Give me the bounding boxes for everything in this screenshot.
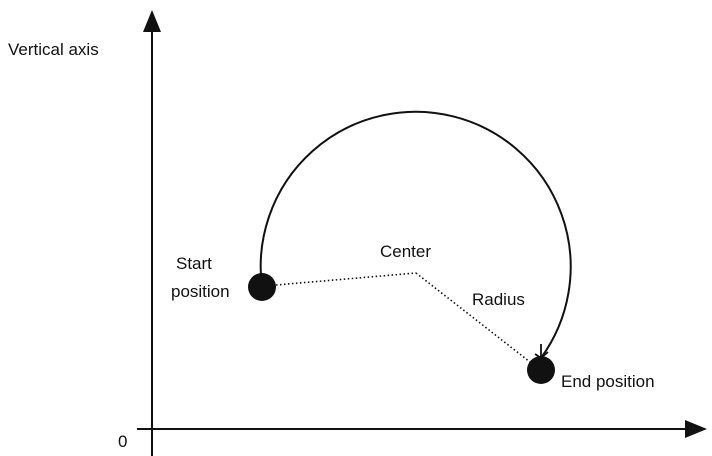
circular-arc-path <box>259 110 572 359</box>
start-to-center-line <box>275 272 417 286</box>
start-position-label-line2: position <box>171 282 230 301</box>
end-position-label: End position <box>561 372 655 391</box>
center-to-end-radius-line <box>415 272 531 363</box>
horizontal-axis-arrowhead <box>685 420 707 438</box>
vertical-axis-label: Vertical axis <box>8 40 99 59</box>
center-label: Center <box>380 242 431 261</box>
vertical-axis-arrowhead <box>143 10 161 32</box>
radius-label: Radius <box>472 290 525 309</box>
start-position-point <box>248 273 276 301</box>
end-position-point <box>527 356 555 384</box>
start-position-label-line1: Start <box>176 254 212 273</box>
origin-label: 0 <box>118 432 127 451</box>
